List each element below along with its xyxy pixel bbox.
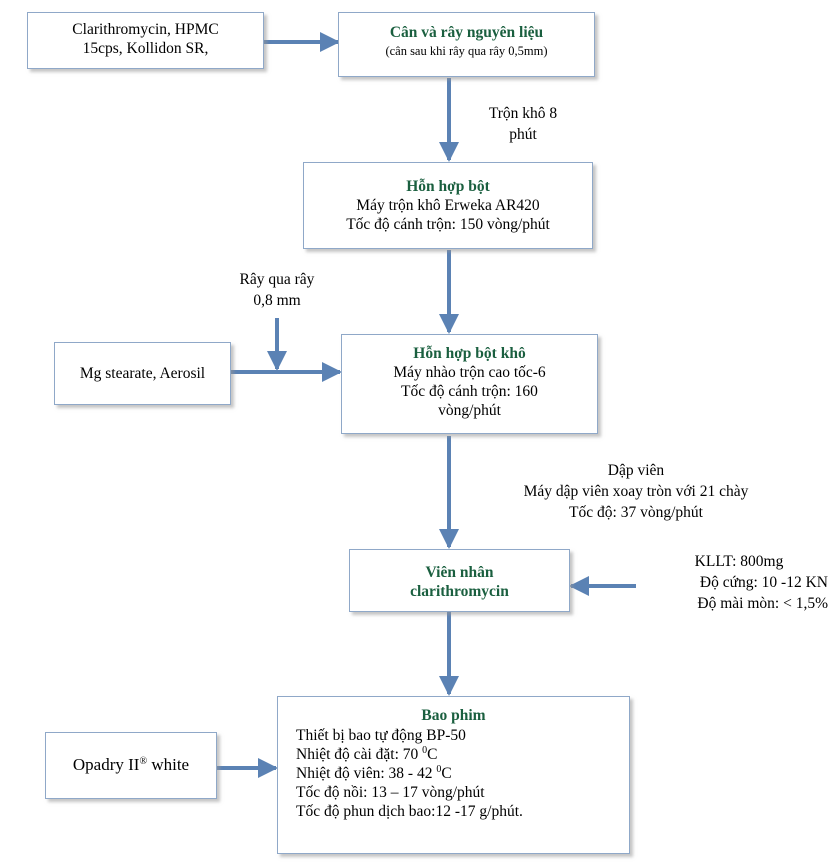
coating-material-box: Opadry II® white <box>45 732 217 799</box>
unit-text: C <box>441 765 452 782</box>
core-tablet-title: clarithromycin <box>410 583 509 600</box>
powder-blend-title: Hỗn hợp bột <box>406 178 490 195</box>
dry-mix-line: phút <box>509 126 537 143</box>
sieve-line: 0,8 mm <box>253 292 301 309</box>
compression-line: Tốc độ: 37 vòng/phút <box>569 504 703 521</box>
powder-blend-box: Hỗn hợp bột Máy trộn khô Erweka AR420 Tố… <box>303 162 593 249</box>
weigh-sieve-note: (cân sau khi rây qua rây 0,5mm) <box>385 44 548 58</box>
dry-blend-line: Máy nhào trộn cao tốc-6 <box>393 364 546 381</box>
degree-sup: 0 <box>436 764 442 775</box>
compression-line: Dập viên <box>607 462 665 479</box>
powder-blend-line: Máy trộn khô Erweka AR420 <box>356 197 540 214</box>
core-tablet-title: Viên nhân <box>425 564 494 581</box>
sieve-label: Rây qua rây 0,8 mm <box>222 269 332 311</box>
coating-material-name: Opadry II <box>72 755 140 774</box>
weigh-sieve-title: Cân và rây nguyên liệu <box>389 24 544 41</box>
spec-line: KLLT: 800mg <box>694 553 784 570</box>
film-coating-line: Tốc độ phun dịch bao:12 -17 g/phút. <box>296 803 523 820</box>
coating-material-suffix: white <box>147 755 190 774</box>
sieve-line: Rây qua rây <box>239 271 315 288</box>
film-coating-line: Nhiệt độ cài đặt: 70 0C <box>296 745 629 764</box>
setpoint-text: Nhiệt độ cài đặt: 70 <box>296 746 423 763</box>
spec-line: Độ cứng: 10 -12 KN <box>699 574 828 591</box>
core-tablet-box: Viên nhân clarithromycin <box>349 549 570 612</box>
registered-mark: ® <box>139 756 148 767</box>
dry-mix-line: Trộn khô 8 <box>488 105 558 122</box>
film-coating-title: Bao phim <box>421 707 486 724</box>
raw-materials-line: 15cps, Kollidon SR, <box>82 40 209 57</box>
spec-line: Độ mài mòn: < 1,5% <box>697 595 828 612</box>
dry-blend-line: Tốc độ cánh trộn: 160 <box>401 383 538 400</box>
tablet-temp-text: Nhiệt độ viên: 38 - 42 <box>296 765 437 782</box>
lubricants-box: Mg stearate, Aerosil <box>54 342 231 405</box>
compression-line: Máy dập viên xoay tròn với 21 chày <box>523 483 749 500</box>
weigh-sieve-box: Cân và rây nguyên liệu (cân sau khi rây … <box>338 12 595 77</box>
dry-blend-line: vòng/phút <box>438 402 501 419</box>
dry-blend-title: Hỗn hợp bột khô <box>413 345 526 362</box>
raw-materials-line: Clarithromycin, HPMC <box>72 21 219 38</box>
powder-blend-line: Tốc độ cánh trộn: 150 vòng/phút <box>346 216 550 233</box>
tablet-specs-label: KLLT: 800mg Độ cứng: 10 -12 KN Độ mài mò… <box>650 551 828 614</box>
lubricants-text: Mg stearate, Aerosil <box>79 365 206 382</box>
unit-text: C <box>427 746 438 763</box>
film-coating-box: Bao phim Thiết bị bao tự động BP-50 Nhiệ… <box>277 696 630 854</box>
degree-sup: 0 <box>422 745 428 756</box>
film-coating-line: Nhiệt độ viên: 38 - 42 0C <box>296 764 629 783</box>
film-coating-line: Tốc độ nồi: 13 – 17 vòng/phút <box>296 784 485 801</box>
raw-materials-box: Clarithromycin, HPMC 15cps, Kollidon SR, <box>27 12 264 69</box>
film-coating-line: Thiết bị bao tự động BP-50 <box>296 727 466 744</box>
dry-blend-box: Hỗn hợp bột khô Máy nhào trộn cao tốc-6 … <box>341 334 598 434</box>
dry-mix-label: Trộn khô 8 phút <box>463 103 583 145</box>
compression-label: Dập viên Máy dập viên xoay tròn với 21 c… <box>496 460 776 523</box>
